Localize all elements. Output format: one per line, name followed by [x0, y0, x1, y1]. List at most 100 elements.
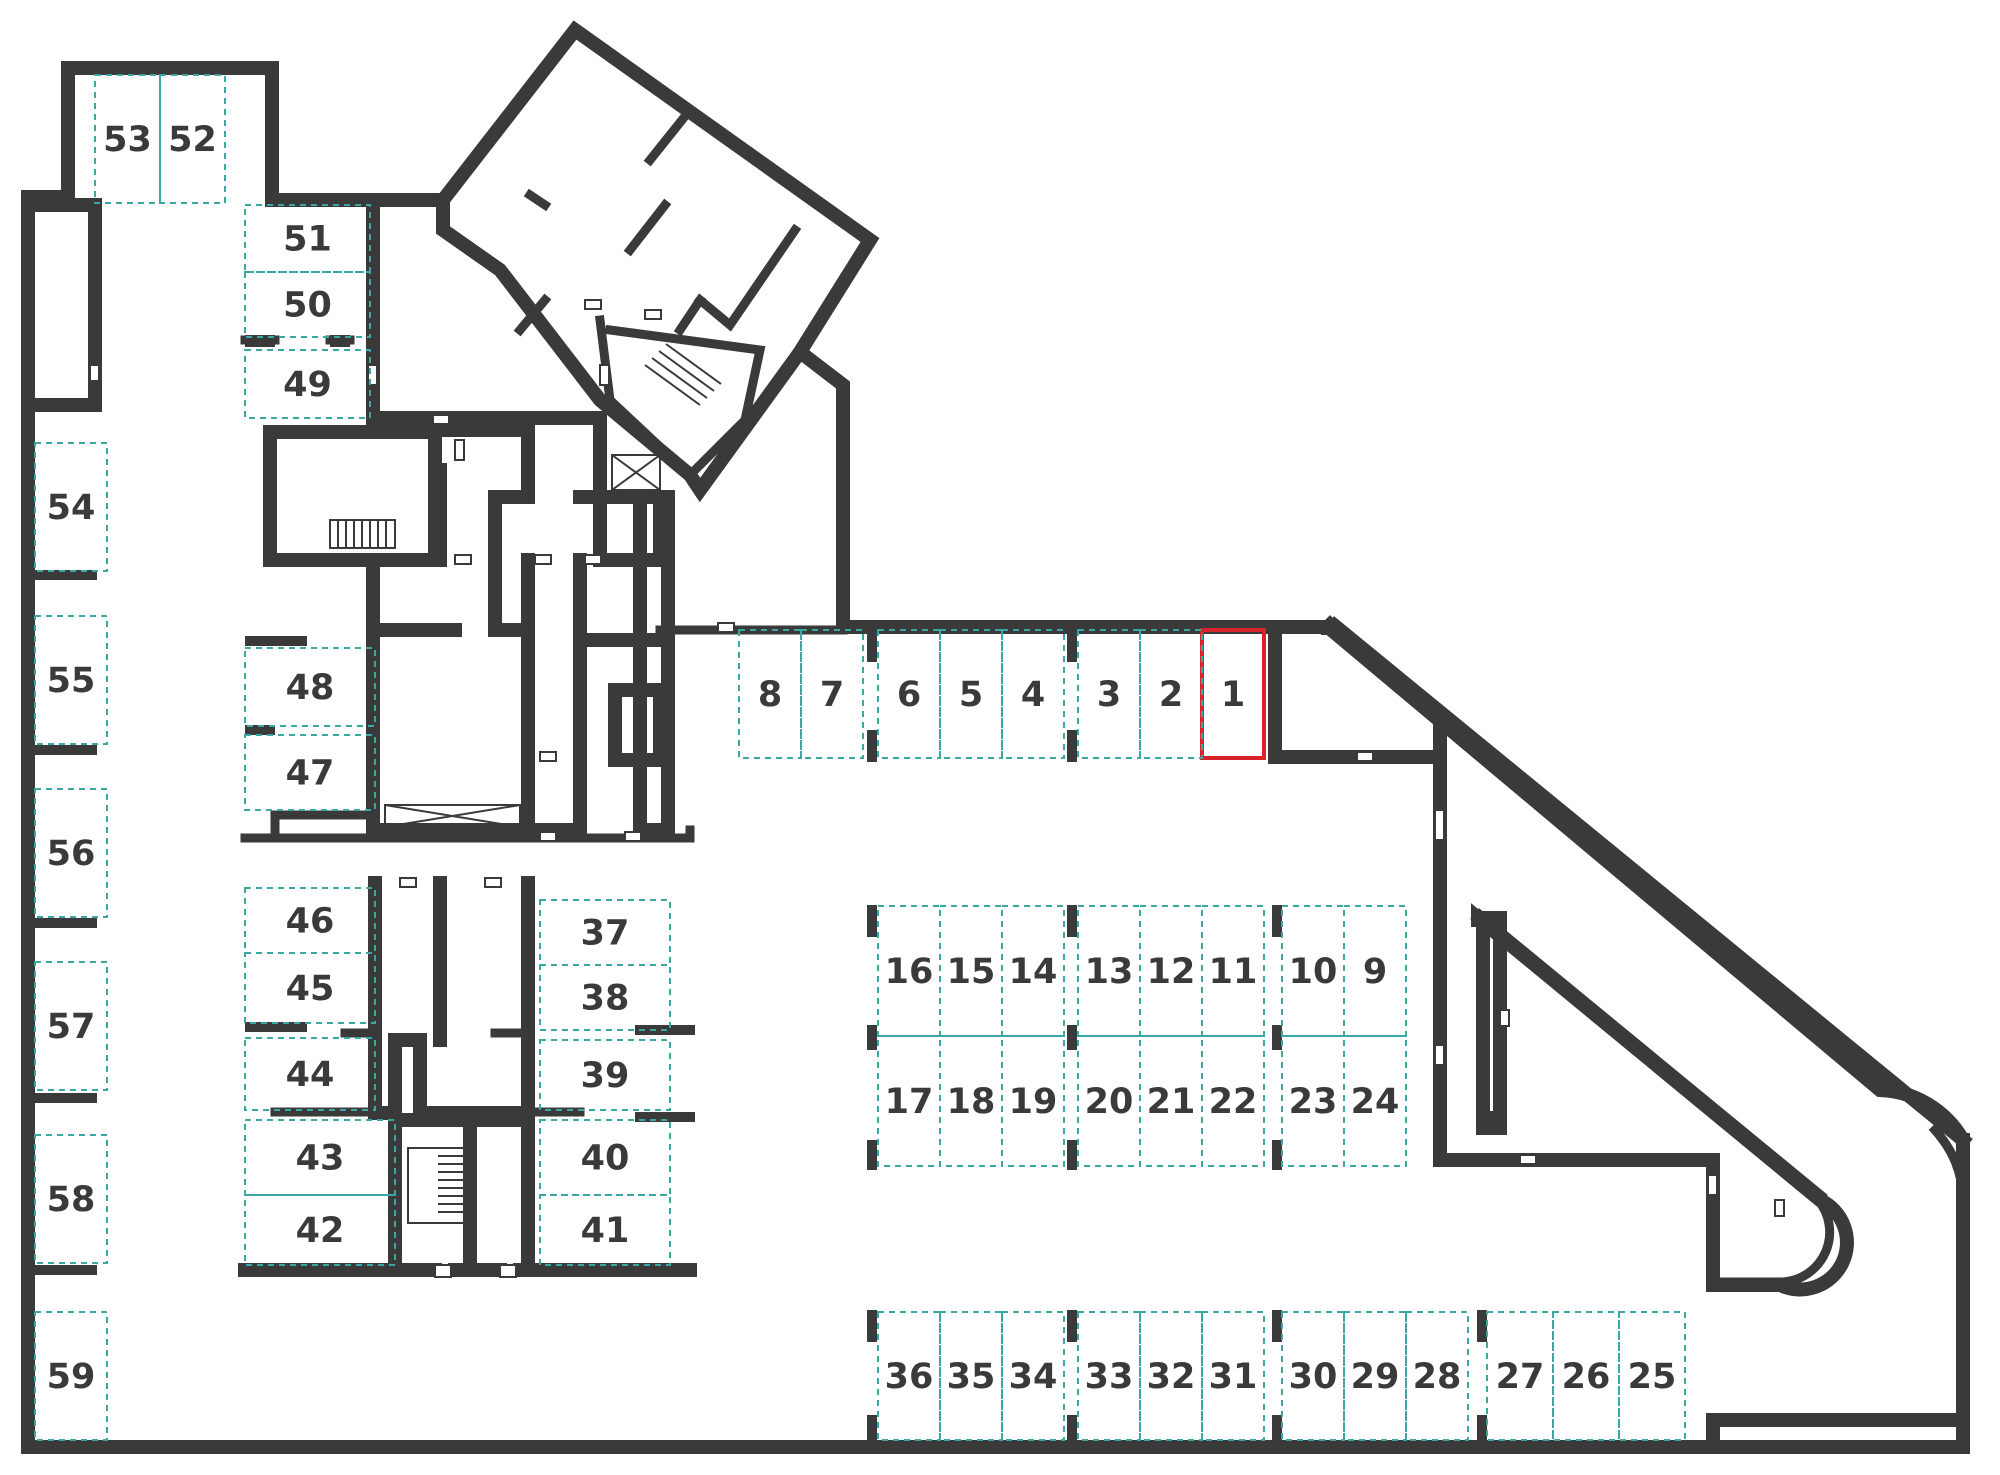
parking-spot-outline[interactable] — [877, 1311, 941, 1441]
parking-spot[interactable]: 8 — [738, 629, 802, 759]
parking-spot[interactable]: 46 — [244, 887, 376, 954]
parking-spot[interactable]: 9 — [1343, 905, 1407, 1037]
parking-spot-outline[interactable] — [34, 1311, 108, 1441]
parking-spot[interactable]: 24 — [1343, 1035, 1407, 1167]
parking-spot-outline[interactable] — [1077, 905, 1141, 1037]
parking-spot[interactable]: 45 — [244, 952, 376, 1024]
parking-spot-outline[interactable] — [244, 887, 376, 954]
parking-spot-outline[interactable] — [1001, 1311, 1065, 1441]
parking-spot[interactable]: 5 — [939, 629, 1003, 759]
parking-spot[interactable]: 4 — [1001, 629, 1065, 759]
parking-spot[interactable]: 54 — [34, 442, 108, 572]
parking-spot-outline[interactable] — [244, 1037, 376, 1111]
parking-spot[interactable]: 7 — [800, 629, 864, 759]
parking-spot[interactable]: 29 — [1343, 1311, 1407, 1441]
parking-spot[interactable]: 17 — [877, 1035, 941, 1167]
parking-spot-outline[interactable] — [244, 349, 371, 419]
parking-spot-outline[interactable] — [939, 1311, 1003, 1441]
parking-spot[interactable]: 20 — [1077, 1035, 1141, 1167]
parking-spot-outline[interactable] — [1077, 1311, 1141, 1441]
parking-spot[interactable]: 33 — [1077, 1311, 1141, 1441]
parking-spot-outline[interactable] — [244, 204, 371, 273]
parking-spot[interactable]: 47 — [244, 734, 376, 811]
parking-spot[interactable]: 41 — [539, 1194, 671, 1266]
parking-spot[interactable]: 44 — [244, 1037, 376, 1111]
parking-spot[interactable]: 58 — [34, 1134, 108, 1264]
parking-spot[interactable]: 42 — [244, 1194, 396, 1266]
parking-spot-outline[interactable] — [244, 647, 376, 727]
parking-spot[interactable]: 12 — [1139, 905, 1203, 1037]
parking-spot-outline[interactable] — [1343, 1311, 1407, 1441]
parking-spot[interactable]: 40 — [539, 1119, 671, 1196]
parking-spot[interactable]: 28 — [1405, 1311, 1469, 1441]
parking-spot[interactable]: 27 — [1486, 1311, 1554, 1441]
parking-spot[interactable]: 26 — [1552, 1311, 1620, 1441]
parking-spot[interactable]: 10 — [1281, 905, 1345, 1037]
parking-spot[interactable]: 50 — [244, 271, 371, 338]
parking-spot-outline[interactable] — [1139, 629, 1203, 759]
parking-spot-outline[interactable] — [738, 629, 802, 759]
parking-spot-outline[interactable] — [34, 788, 108, 918]
parking-spot[interactable]: 30 — [1281, 1311, 1345, 1441]
parking-spot-outline[interactable] — [1486, 1311, 1554, 1441]
parking-spot[interactable]: 43 — [244, 1119, 396, 1196]
parking-spot[interactable]: 32 — [1139, 1311, 1203, 1441]
parking-spot[interactable]: 18 — [939, 1035, 1003, 1167]
parking-spot-outline[interactable] — [1405, 1311, 1469, 1441]
parking-spot[interactable]: 35 — [939, 1311, 1003, 1441]
parking-spot[interactable]: 48 — [244, 647, 376, 727]
parking-spot[interactable]: 25 — [1618, 1311, 1686, 1441]
parking-spot[interactable]: 15 — [939, 905, 1003, 1037]
parking-spot-outline[interactable] — [1618, 1311, 1686, 1441]
parking-spot-outline[interactable] — [1201, 1311, 1265, 1441]
parking-spot[interactable]: 51 — [244, 204, 371, 273]
parking-spot[interactable]: 52 — [159, 74, 226, 204]
parking-spot-outline[interactable] — [539, 964, 671, 1031]
parking-spot-outline[interactable] — [34, 1134, 108, 1264]
parking-spot-outline[interactable] — [539, 899, 671, 966]
parking-spot-outline[interactable] — [244, 952, 376, 1024]
parking-spot-outline[interactable] — [800, 629, 864, 759]
parking-spot-outline[interactable] — [34, 442, 108, 572]
parking-spot[interactable]: 31 — [1201, 1311, 1265, 1441]
parking-spot-outline[interactable] — [877, 629, 941, 759]
parking-spot[interactable]: 34 — [1001, 1311, 1065, 1441]
parking-spot[interactable]: 13 — [1077, 905, 1141, 1037]
parking-spot[interactable]: 39 — [539, 1039, 671, 1111]
parking-spot[interactable]: 16 — [877, 905, 941, 1037]
parking-spot[interactable]: 2 — [1139, 629, 1203, 759]
parking-spot[interactable]: 56 — [34, 788, 108, 918]
parking-spot[interactable]: 11 — [1201, 905, 1265, 1037]
parking-spot-outline[interactable] — [539, 1039, 671, 1111]
parking-spot-outline[interactable] — [94, 74, 161, 204]
parking-spot[interactable]: 3 — [1077, 629, 1141, 759]
parking-spot-outline[interactable] — [1201, 1035, 1265, 1167]
parking-spot-outline[interactable] — [877, 905, 941, 1037]
parking-spot[interactable]: 23 — [1281, 1035, 1345, 1167]
parking-spot-outline[interactable] — [1281, 1311, 1345, 1441]
parking-spot-outline[interactable] — [1281, 905, 1345, 1037]
parking-spot[interactable]: 59 — [34, 1311, 108, 1441]
parking-spot-outline[interactable] — [1343, 1035, 1407, 1167]
parking-spot-outline[interactable] — [539, 1194, 671, 1266]
parking-spot-outline[interactable] — [1552, 1311, 1620, 1441]
parking-spot[interactable]: 21 — [1139, 1035, 1203, 1167]
parking-spot-outline[interactable] — [34, 615, 108, 745]
parking-spot[interactable]: 57 — [34, 961, 108, 1091]
parking-spot-outline[interactable] — [1139, 1311, 1203, 1441]
parking-spot-outline[interactable] — [1001, 1035, 1065, 1167]
parking-spot[interactable]: 55 — [34, 615, 108, 745]
parking-spot[interactable]: 37 — [539, 899, 671, 966]
parking-spot[interactable]: 38 — [539, 964, 671, 1031]
parking-spot-outline[interactable] — [244, 1119, 396, 1196]
parking-spot-outline[interactable] — [1001, 629, 1065, 759]
parking-spot-outline[interactable] — [34, 961, 108, 1091]
parking-spot[interactable]: 36 — [877, 1311, 941, 1441]
parking-spot[interactable]: 19 — [1001, 1035, 1065, 1167]
parking-spot-outline[interactable] — [159, 74, 226, 204]
parking-spot-outline[interactable] — [539, 1119, 671, 1196]
parking-spot-outline[interactable] — [244, 734, 376, 811]
parking-spot[interactable]: 6 — [877, 629, 941, 759]
parking-spot-outline[interactable] — [244, 271, 371, 338]
parking-spot[interactable]: 49 — [244, 349, 371, 419]
